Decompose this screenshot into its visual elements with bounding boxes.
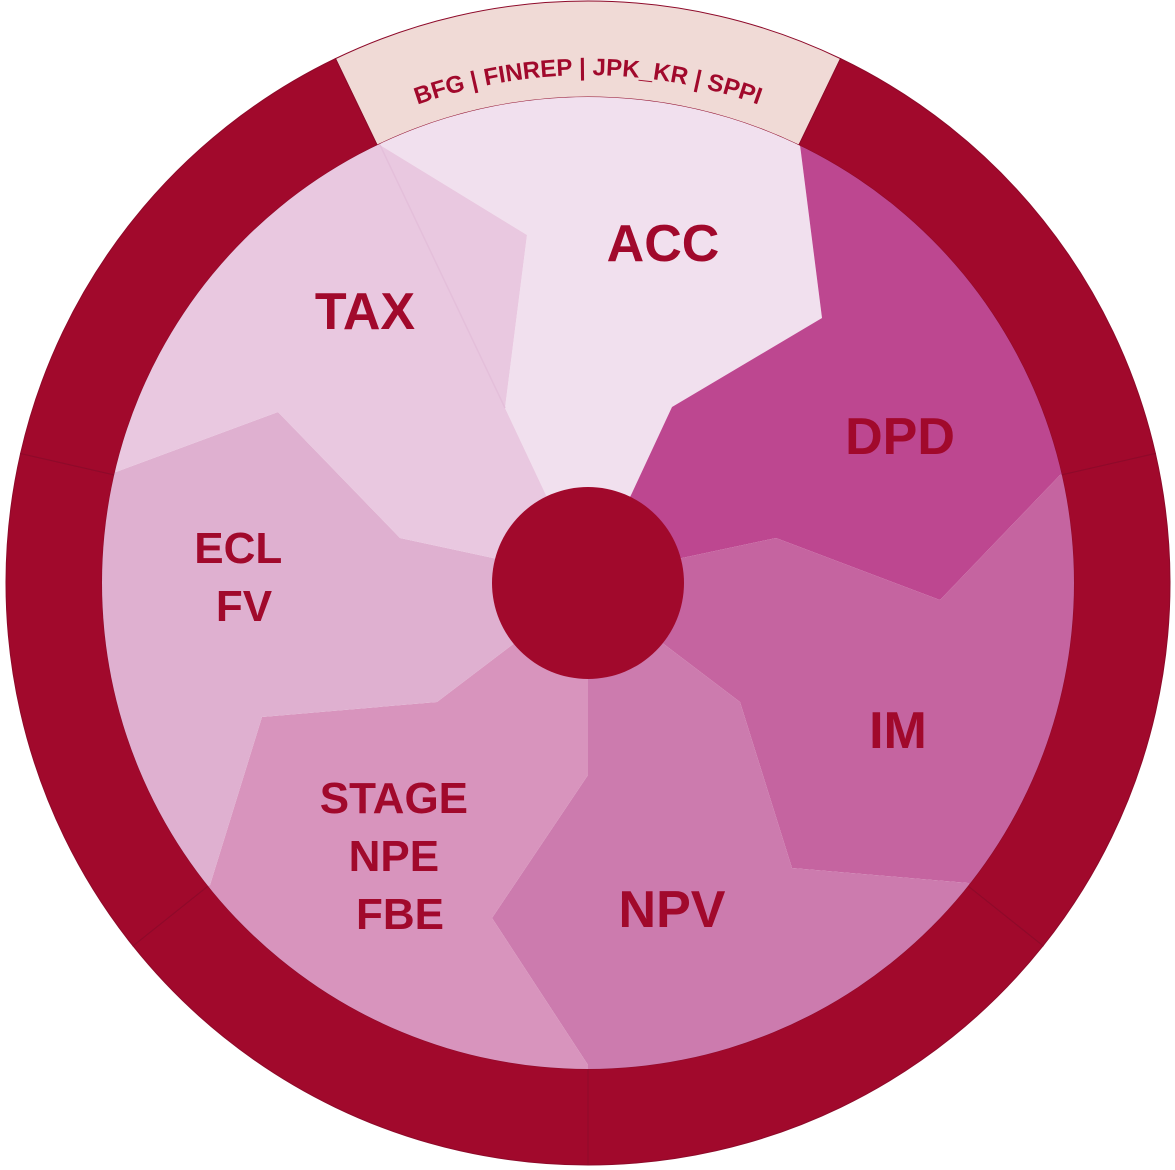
label-npv: NPV (619, 881, 726, 939)
label-stage-line: STAGE (320, 774, 468, 823)
label-fv-line: FV (216, 582, 273, 631)
label-tax-line: TAX (315, 283, 415, 341)
label-ecl-line: ECL (194, 524, 281, 573)
center-hub (492, 487, 684, 679)
label-im-line: IM (869, 702, 927, 760)
label-tax: TAX (315, 283, 415, 341)
label-dpd-line: DPD (845, 408, 955, 466)
label-acc: ACC (607, 215, 720, 273)
label-im: IM (869, 702, 927, 760)
label-acc-line: ACC (607, 215, 720, 273)
sector-acc (330, 97, 850, 583)
label-npe-line: NPE (349, 832, 439, 881)
sector-seam (379, 144, 506, 409)
label-ecl: ECL FV (194, 524, 293, 631)
label-fbe-line: FBE (356, 890, 444, 939)
outer-ring (5, 0, 1171, 1166)
label-npv-line: NPV (619, 881, 726, 939)
label-dpd: DPD (845, 408, 955, 466)
label-stage: STAGE NPE FBE (320, 774, 481, 939)
